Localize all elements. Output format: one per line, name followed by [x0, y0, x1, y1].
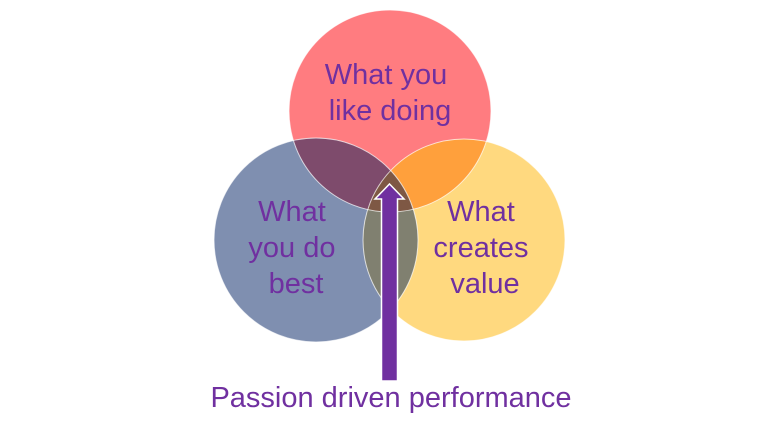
label-do-best: What you do best: [248, 196, 343, 300]
label-creates-value: What creates value: [433, 196, 536, 300]
caption: Passion driven performance: [210, 382, 571, 414]
overlap-top-left: [289, 138, 418, 212]
overlap-top-right: [363, 139, 491, 212]
arrow-up-icon: [373, 182, 406, 382]
label-like-doing: What you like doing: [325, 59, 456, 127]
